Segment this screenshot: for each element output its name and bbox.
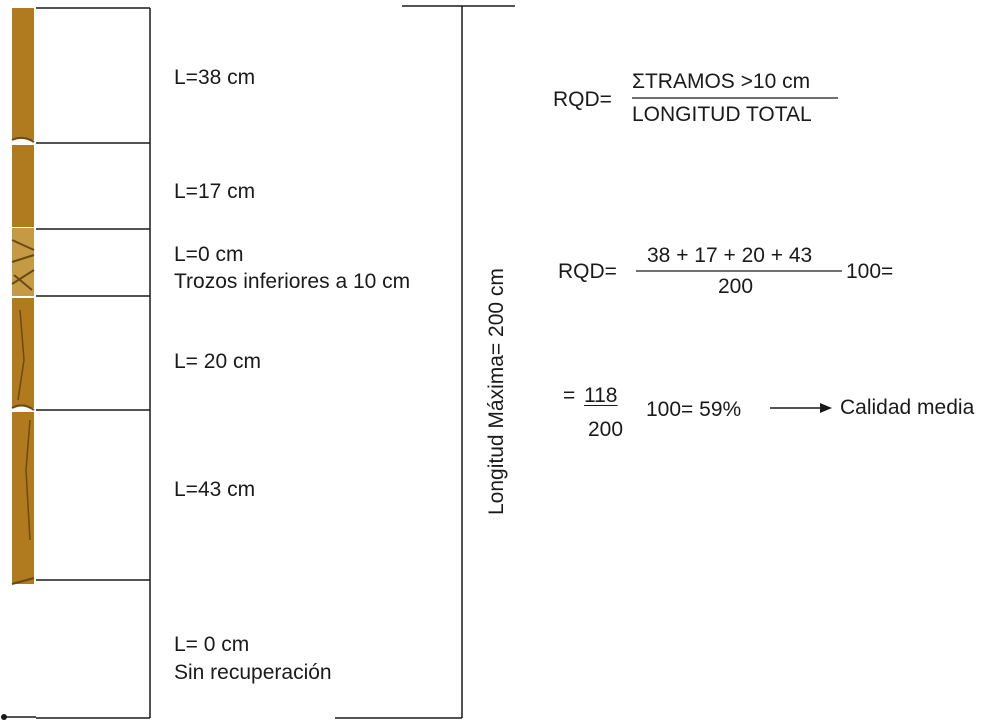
- core-fragments: [12, 228, 34, 296]
- rqd-definition-numerator: ΣTRAMOS >10 cm: [632, 70, 811, 93]
- total-length-label: Longitud Máxima= 200 cm: [485, 268, 508, 515]
- total-length-bracket: [335, 5, 515, 719]
- rqd-substitution-lhs: RQD=: [558, 260, 617, 283]
- core-piece-1: [12, 8, 34, 140]
- rqd-definition-lhs: RQD=: [553, 88, 612, 111]
- segment-label-4: L= 20 cm: [174, 350, 261, 373]
- rqd-result-numerator: 118: [584, 384, 618, 407]
- rqd-result-value: 100= 59%: [646, 398, 742, 421]
- rqd-result-denominator: 200: [588, 418, 624, 441]
- quality-classification: Calidad media: [840, 396, 975, 419]
- core-piece-2: [12, 145, 34, 227]
- segment-note-6: Sin recuperación: [174, 661, 332, 684]
- core-piece-4: [12, 412, 34, 584]
- segment-label-5: L=43 cm: [174, 478, 256, 501]
- rqd-substitution-numerator: 38 + 17 + 20 + 43: [647, 244, 813, 267]
- segment-label-2: L=17 cm: [174, 180, 256, 203]
- log-box: [36, 7, 151, 719]
- rqd-definition-denominator: LONGITUD TOTAL: [632, 103, 812, 126]
- rqd-substitution-denominator: 200: [718, 275, 754, 298]
- core-sample: [11, 8, 35, 585]
- segment-note-3: Trozos inferiores a 10 cm: [174, 270, 411, 293]
- rqd-result-lhs: =: [563, 384, 576, 407]
- rqd-substitution-multiplier: 100=: [846, 260, 894, 283]
- arrow-right-icon: [770, 403, 832, 413]
- segment-label-6: L= 0 cm: [174, 633, 250, 656]
- segment-label-3: L=0 cm: [174, 243, 244, 266]
- segment-label-1: L=38 cm: [174, 66, 256, 89]
